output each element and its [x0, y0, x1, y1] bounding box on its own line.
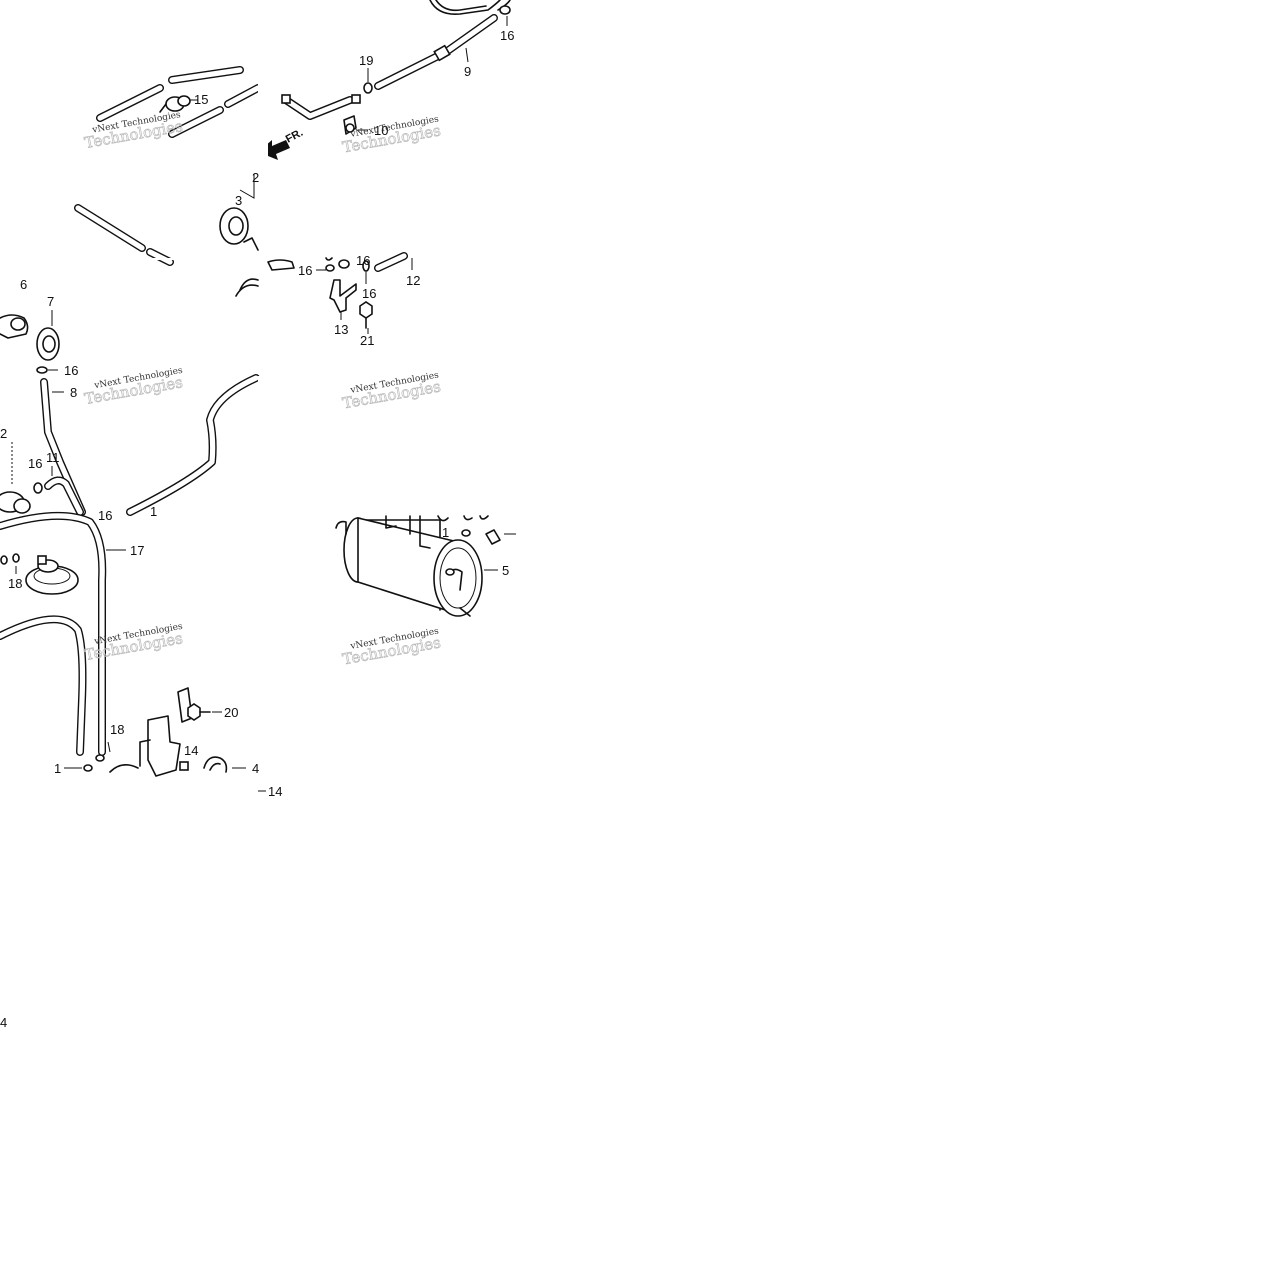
callout-16: 16 [298, 263, 312, 278]
bracket-13 [329, 279, 357, 320]
clip-18-lower [64, 741, 111, 772]
callout-1: 1 [54, 761, 61, 776]
watermark-3: Technologies vNext Technologies [83, 366, 185, 409]
callout-17: 17 [130, 543, 144, 558]
callout-1: 1 [442, 525, 449, 540]
watermark-5: Technologies vNext Technologies [83, 622, 185, 665]
hose-12 [374, 252, 413, 272]
callout-12: 12 [406, 273, 420, 288]
cap-assembly [25, 555, 79, 595]
callout-14: 14 [268, 784, 282, 799]
callout-4: 4 [252, 761, 259, 776]
pipe-top-right [374, 0, 511, 90]
callout-3: 3 [235, 193, 242, 208]
callout-labels: 15 16 9 19 10 2 3 16 16 16 12 13 21 6 7 … [0, 28, 514, 1030]
clamp-10 [343, 115, 368, 135]
callout-20: 20 [224, 705, 238, 720]
hose-11 [33, 466, 84, 516]
rod-center [74, 204, 174, 266]
gasket-3 [219, 174, 255, 245]
canister-5 [335, 515, 516, 617]
callout-5: 5 [502, 563, 509, 578]
watermark-4: Technologies vNext Technologies [341, 370, 443, 412]
callout-14: 14 [184, 743, 198, 758]
bracket-left-center [235, 237, 295, 297]
bolt-21 [359, 301, 373, 334]
callout-7: 7 [47, 294, 54, 309]
hose-17 [0, 511, 126, 756]
gasket-7 [36, 310, 60, 361]
callout-8: 8 [70, 385, 77, 400]
callout-18: 18 [110, 722, 124, 737]
bolt-20 [177, 687, 222, 723]
callout-11: 11 [46, 450, 60, 465]
clamp-15 [159, 95, 191, 113]
callout-15: 15 [194, 92, 208, 107]
clip-4 [179, 756, 246, 773]
small-clamps-16 [316, 257, 370, 284]
callout-6: 6 [20, 277, 27, 292]
callout-1: 1 [150, 504, 157, 519]
callout-2: 2 [0, 426, 7, 441]
callout-16: 16 [64, 363, 78, 378]
clip-18-upper [0, 553, 20, 574]
watermark-6: Technologies vNext Technologies [341, 626, 443, 668]
front-arrow-label: FR. [284, 127, 305, 146]
hose-assembly-topleft [96, 66, 262, 138]
callout-16: 16 [500, 28, 514, 43]
bracket-14 [109, 715, 181, 777]
callout-16: 16 [28, 456, 42, 471]
stray-mark: 4 [0, 1015, 7, 1030]
callout-13: 13 [334, 322, 348, 337]
callout-16: 16 [362, 286, 376, 301]
callout-16: 16 [356, 253, 370, 268]
callout-18: 18 [8, 576, 22, 591]
valve-2 [0, 442, 31, 514]
callout-16: 16 [98, 508, 112, 523]
valve-6 [0, 314, 29, 339]
callout-10: 10 [374, 123, 388, 138]
callout-21: 21 [360, 333, 374, 348]
callout-2: 2 [252, 170, 259, 185]
callout-9: 9 [464, 64, 471, 79]
pipe-curve-middle [126, 374, 260, 516]
metal-pipe-19 [281, 94, 361, 120]
callout-19: 19 [359, 53, 373, 68]
